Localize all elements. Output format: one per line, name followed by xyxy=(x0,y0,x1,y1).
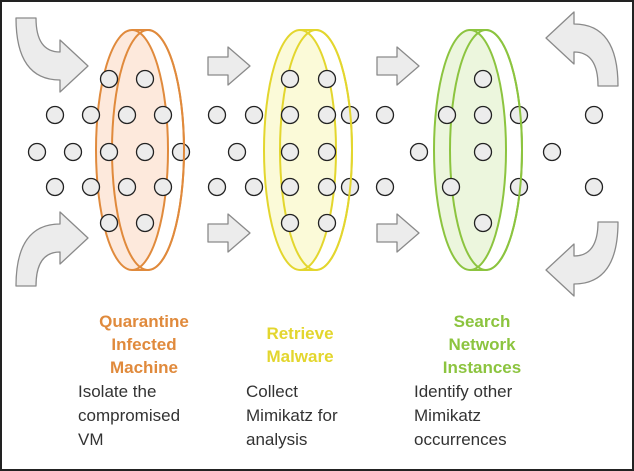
particle-dot xyxy=(473,142,493,162)
particle-dot xyxy=(441,177,461,197)
particle-dot xyxy=(280,105,300,125)
stage-3-title: Search Network Instances xyxy=(442,312,522,377)
curved-arrow-out-bottom xyxy=(545,221,619,297)
particle-dot xyxy=(81,177,101,197)
particle-dot xyxy=(317,142,337,162)
particle-dot xyxy=(99,213,119,233)
curved-arrow-out-top xyxy=(545,11,619,87)
particle-dot xyxy=(280,177,300,197)
particle-dot xyxy=(153,177,173,197)
particle-dot xyxy=(375,105,395,125)
particle-dot xyxy=(473,105,493,125)
particle-dot xyxy=(584,177,604,197)
particle-dot xyxy=(45,177,65,197)
particle-dot xyxy=(280,69,300,89)
curved-arrow-in-top xyxy=(15,17,89,93)
particle-dot xyxy=(99,142,119,162)
particle-dot xyxy=(27,142,47,162)
particle-dot xyxy=(227,142,247,162)
particle-dot xyxy=(117,177,137,197)
particle-dot xyxy=(437,105,457,125)
arrow-stage2-to-stage3-top xyxy=(376,46,420,86)
stage-2-ring xyxy=(263,29,353,271)
particle-dot xyxy=(135,213,155,233)
particle-dot xyxy=(207,105,227,125)
arrow-stage2-to-stage3-bottom xyxy=(376,213,420,253)
stage-2-title: Retrieve Malware xyxy=(266,324,334,366)
particle-dot xyxy=(207,177,227,197)
stage-1-ring-front xyxy=(147,29,185,271)
particle-dot xyxy=(117,105,137,125)
particle-dot xyxy=(317,213,337,233)
particle-dot xyxy=(317,177,337,197)
particle-dot xyxy=(135,69,155,89)
particle-dot xyxy=(280,213,300,233)
particle-dot xyxy=(135,142,155,162)
particle-dot xyxy=(375,177,395,197)
particle-dot xyxy=(280,142,300,162)
particle-dot xyxy=(153,105,173,125)
particle-dot xyxy=(473,213,493,233)
particle-dot xyxy=(473,69,493,89)
particle-dot xyxy=(81,105,101,125)
arrow-stage1-to-stage2-bottom xyxy=(207,213,251,253)
particle-dot xyxy=(99,69,119,89)
stage-2-ring-front xyxy=(315,29,353,271)
particle-dot xyxy=(409,142,429,162)
particle-dot xyxy=(171,142,191,162)
particle-dot xyxy=(63,142,83,162)
arrow-stage1-to-stage2-top xyxy=(207,46,251,86)
stage-1-title: Quarantine Infected Machine xyxy=(99,312,189,377)
particle-dot xyxy=(244,177,264,197)
particle-dot xyxy=(542,142,562,162)
stage-2-description: Collect Mimikatz for analysis xyxy=(246,382,338,449)
stage-3-description: Identify other Mimikatz occurrences xyxy=(414,382,513,449)
curved-arrow-in-bottom xyxy=(15,211,89,287)
particle-dot xyxy=(317,69,337,89)
stage-3-ring-front xyxy=(485,29,523,271)
particle-dot xyxy=(45,105,65,125)
particle-dot xyxy=(244,105,264,125)
stage-3-ring xyxy=(433,29,523,271)
particle-dot xyxy=(317,105,337,125)
stage-1-description: Isolate the compromised VM xyxy=(78,382,181,449)
particle-dot xyxy=(584,105,604,125)
